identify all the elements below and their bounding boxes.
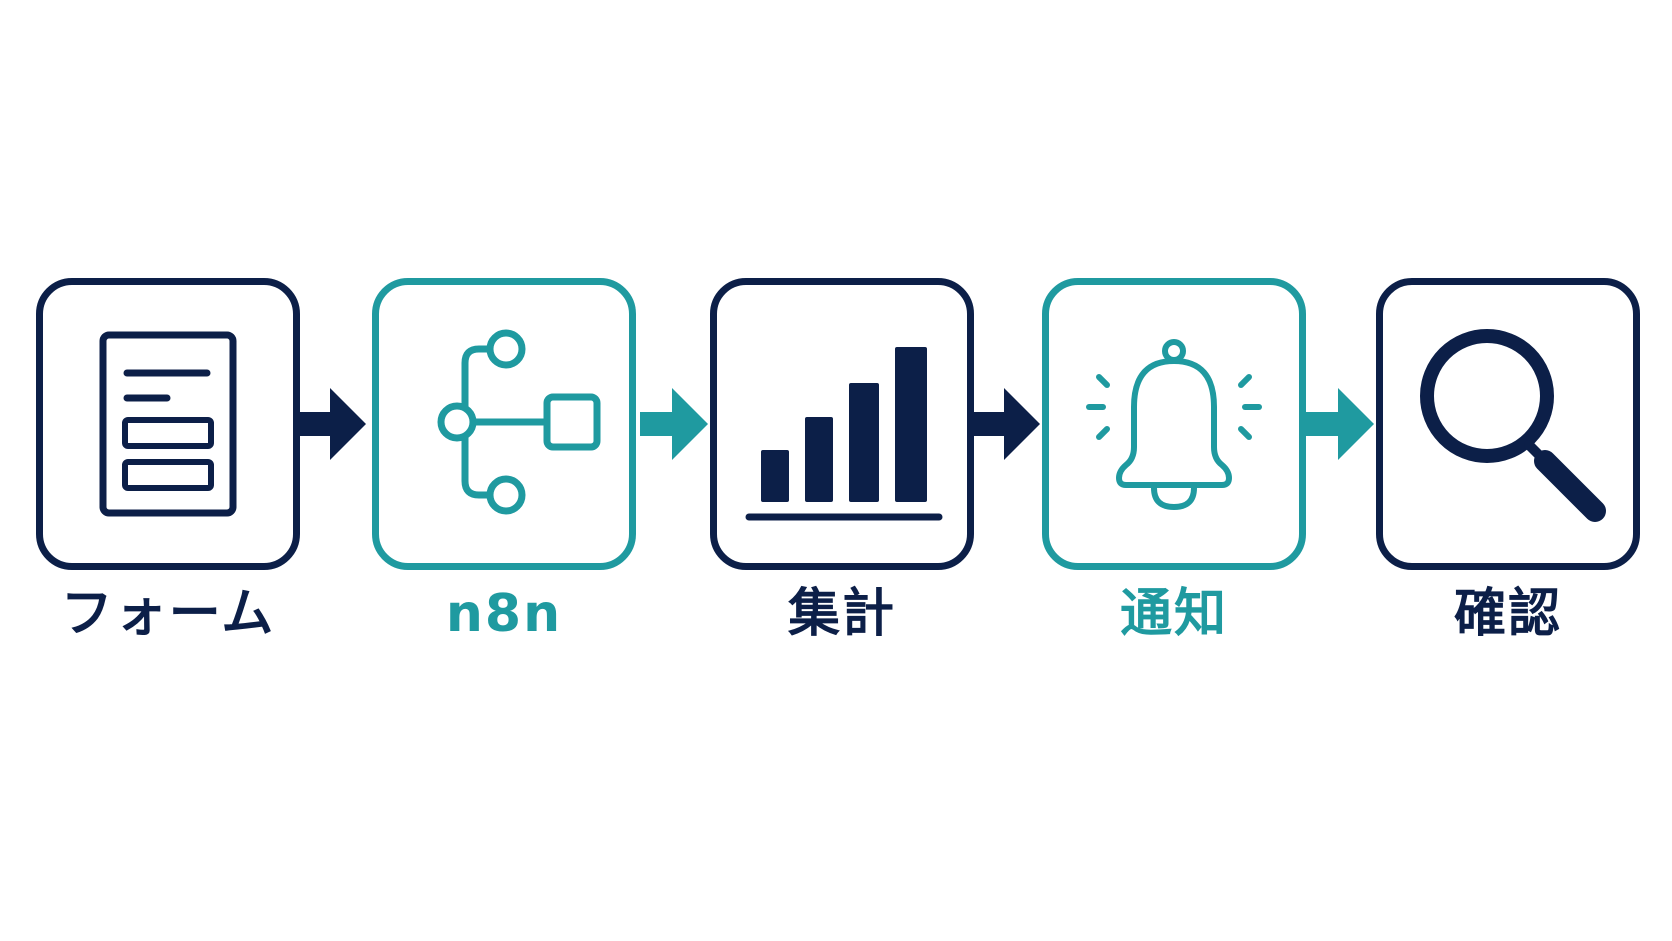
bell-icon xyxy=(1086,339,1262,510)
arrow-right-icon xyxy=(640,388,708,460)
form-document-icon xyxy=(99,331,237,517)
step-confirm-box xyxy=(1376,278,1640,570)
step-confirm-label: 確認 xyxy=(1453,584,1562,644)
step-form-box xyxy=(36,278,300,570)
step-n8n: n8n xyxy=(372,278,636,640)
step-form: フォーム xyxy=(36,278,300,640)
step-notify-box xyxy=(1042,278,1306,570)
arrow-right-icon xyxy=(972,388,1040,460)
step-aggregate-box xyxy=(710,278,974,570)
bar-chart-icon xyxy=(745,347,943,521)
step-aggregate: 集計 xyxy=(710,278,974,640)
arrow-right-icon xyxy=(1306,388,1374,460)
magnifier-icon xyxy=(1420,329,1606,522)
step-confirm: 確認 xyxy=(1376,278,1640,640)
step-form-label: フォーム xyxy=(60,584,276,644)
workflow-nodes-icon xyxy=(437,329,601,515)
step-n8n-box xyxy=(372,278,636,570)
arrow-right-icon xyxy=(298,388,366,460)
step-notify: 通知 xyxy=(1042,278,1306,640)
step-notify-label: 通知 xyxy=(1119,584,1228,644)
step-n8n-label: n8n xyxy=(445,584,563,644)
step-aggregate-label: 集計 xyxy=(787,584,896,644)
